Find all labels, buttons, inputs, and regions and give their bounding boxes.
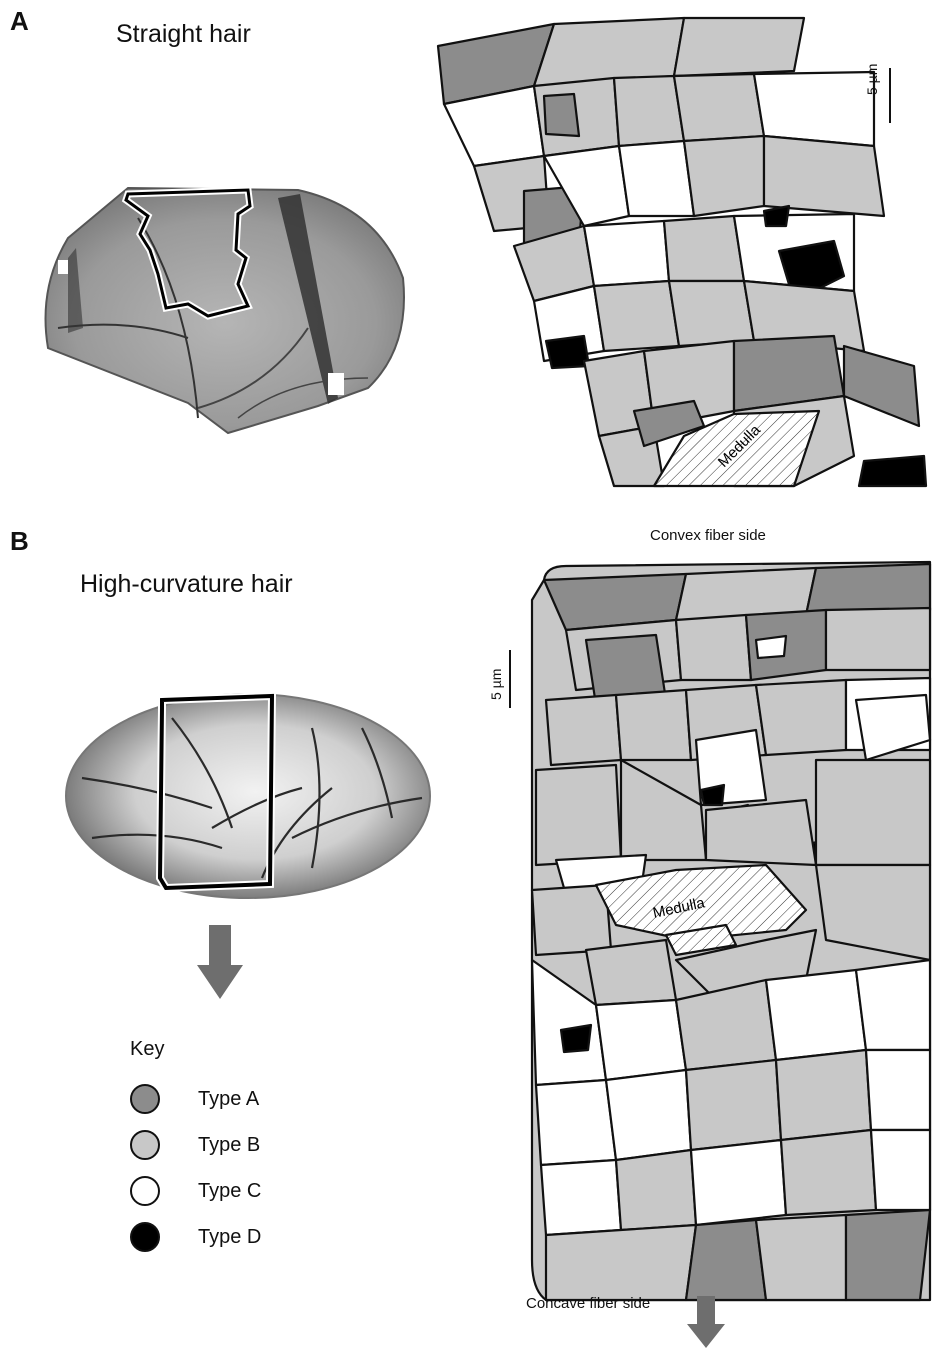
concave-side-label: Concave fiber side xyxy=(526,1295,650,1312)
convex-side-label: Convex fiber side xyxy=(650,527,766,544)
straight-scale-label: 5 µm xyxy=(864,64,880,95)
panel-b-letter: B xyxy=(10,526,29,557)
concave-down-arrow-icon xyxy=(685,1296,727,1348)
key-title: Key xyxy=(130,1038,164,1061)
curved-hair-cell-map: Medulla xyxy=(526,560,932,1308)
type-d-swatch xyxy=(130,1222,160,1252)
key-item-type-d: Type D xyxy=(130,1216,430,1256)
curved-scale-label: 5 µm xyxy=(488,669,504,700)
type-b-swatch xyxy=(130,1130,160,1160)
panel-b-title: High-curvature hair xyxy=(80,570,293,599)
down-arrow-icon xyxy=(195,925,245,1000)
type-c-label: Type C xyxy=(198,1180,261,1203)
type-a-label: Type A xyxy=(198,1088,259,1111)
straight-scale-bar xyxy=(889,68,891,123)
key-item-type-b: Type B xyxy=(130,1124,430,1164)
panel-a-title: Straight hair xyxy=(116,20,251,49)
type-d-label: Type D xyxy=(198,1226,261,1249)
straight-hair-micrograph xyxy=(38,178,413,438)
type-b-label: Type B xyxy=(198,1134,260,1157)
key-item-type-a: Type A xyxy=(130,1078,430,1118)
curved-hair-micrograph xyxy=(62,688,437,910)
curved-scale-bar xyxy=(509,650,511,708)
key-item-type-c: Type C xyxy=(130,1170,430,1210)
type-a-swatch xyxy=(130,1084,160,1114)
straight-hair-cell-map: Medulla xyxy=(434,16,930,488)
type-c-swatch xyxy=(130,1176,160,1206)
panel-a-letter: A xyxy=(10,6,29,37)
